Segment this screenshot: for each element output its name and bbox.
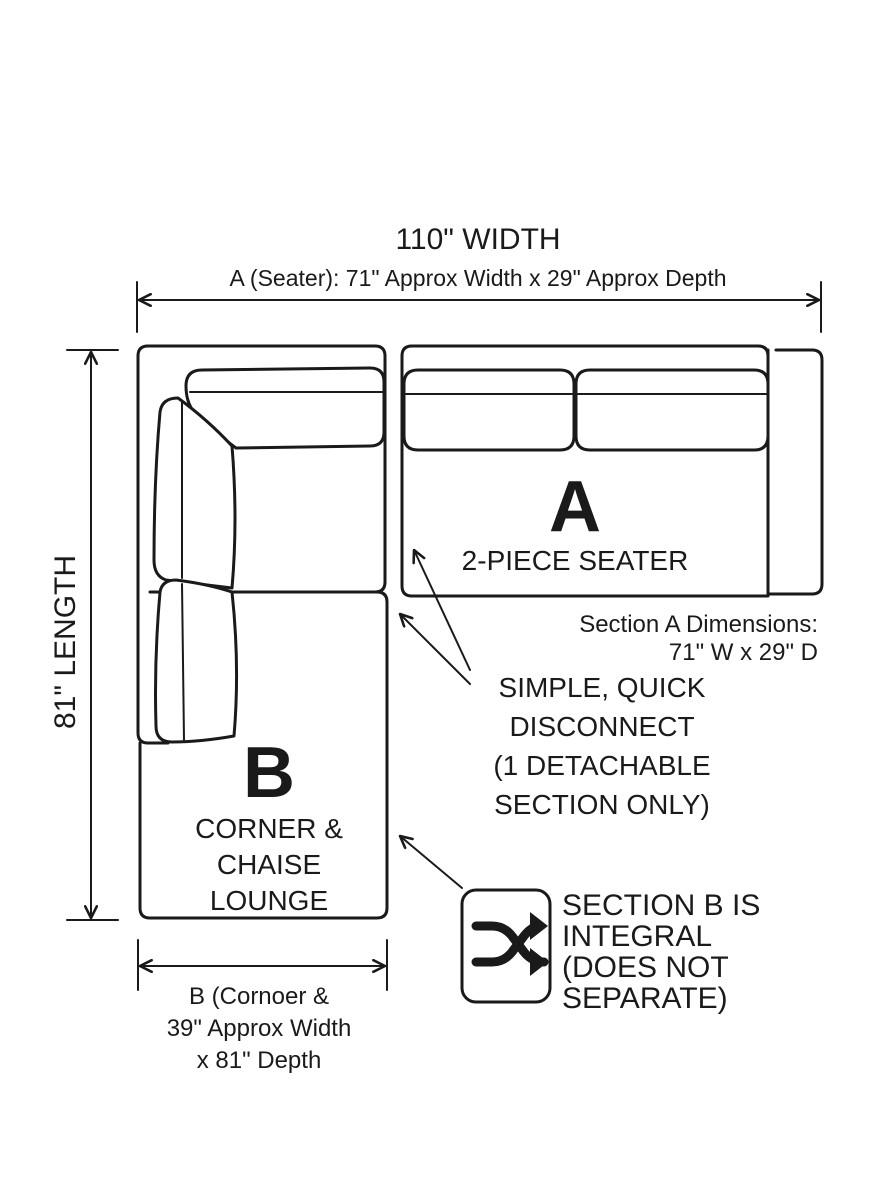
disconnect-line4: SECTION ONLY) bbox=[494, 789, 710, 820]
section-b-letter: B bbox=[243, 733, 295, 813]
disconnect-line1: SIMPLE, QUICK bbox=[499, 672, 706, 703]
section-b-label-line2: CHAISE bbox=[217, 849, 321, 880]
section-a-dims-line1: Section A Dimensions: bbox=[579, 611, 818, 638]
disconnect-line2: DISCONNECT bbox=[509, 711, 694, 742]
disconnect-arrow-lower bbox=[400, 614, 471, 685]
seater-dims-label: A (Seater): 71" Approx Width x 29" Appro… bbox=[229, 265, 726, 291]
shuffle-icon-box bbox=[460, 888, 552, 1004]
section-b-corner-chaise bbox=[136, 344, 389, 920]
seat-cushion-left bbox=[402, 368, 576, 452]
section-a-letter: A bbox=[549, 467, 601, 547]
section-b-label-line3: LOUNGE bbox=[210, 885, 328, 916]
total-width-label: 110" WIDTH bbox=[395, 223, 560, 256]
section-b-dims-line1: B (Cornoer & bbox=[189, 983, 329, 1010]
section-a-dims-line2: 71" W x 29" D bbox=[669, 639, 818, 666]
integral-line3: (DOES NOT bbox=[562, 951, 729, 984]
section-a-label: 2-PIECE SEATER bbox=[462, 545, 689, 576]
seater-frame bbox=[400, 344, 770, 598]
corner-outer-arm bbox=[136, 344, 170, 745]
section-b-dims-line3: x 81" Depth bbox=[197, 1047, 322, 1074]
disconnect-line3: (1 DETACHABLE bbox=[493, 750, 710, 781]
total-length-label: 81" LENGTH bbox=[49, 555, 82, 729]
chaise-frame bbox=[138, 590, 389, 920]
seat-cushion-right bbox=[574, 368, 770, 452]
integral-line1: SECTION B IS bbox=[562, 889, 760, 922]
section-b-label-line1: CORNER & bbox=[195, 813, 343, 844]
chaise-back-cushion bbox=[154, 578, 239, 744]
seater-arm bbox=[766, 348, 824, 596]
corner-back-cushion-left bbox=[152, 396, 237, 590]
shuffle-icon bbox=[471, 912, 549, 976]
integral-line4: SEPARATE) bbox=[562, 982, 728, 1015]
cushion-seam bbox=[181, 583, 185, 741]
section-a-seater bbox=[400, 344, 824, 598]
disconnect-arrow-upper bbox=[414, 550, 471, 671]
integral-line2: INTEGRAL bbox=[562, 920, 712, 953]
section-b-dims-line2: 39" Approx Width bbox=[167, 1015, 352, 1042]
integral-arrow bbox=[400, 836, 463, 889]
